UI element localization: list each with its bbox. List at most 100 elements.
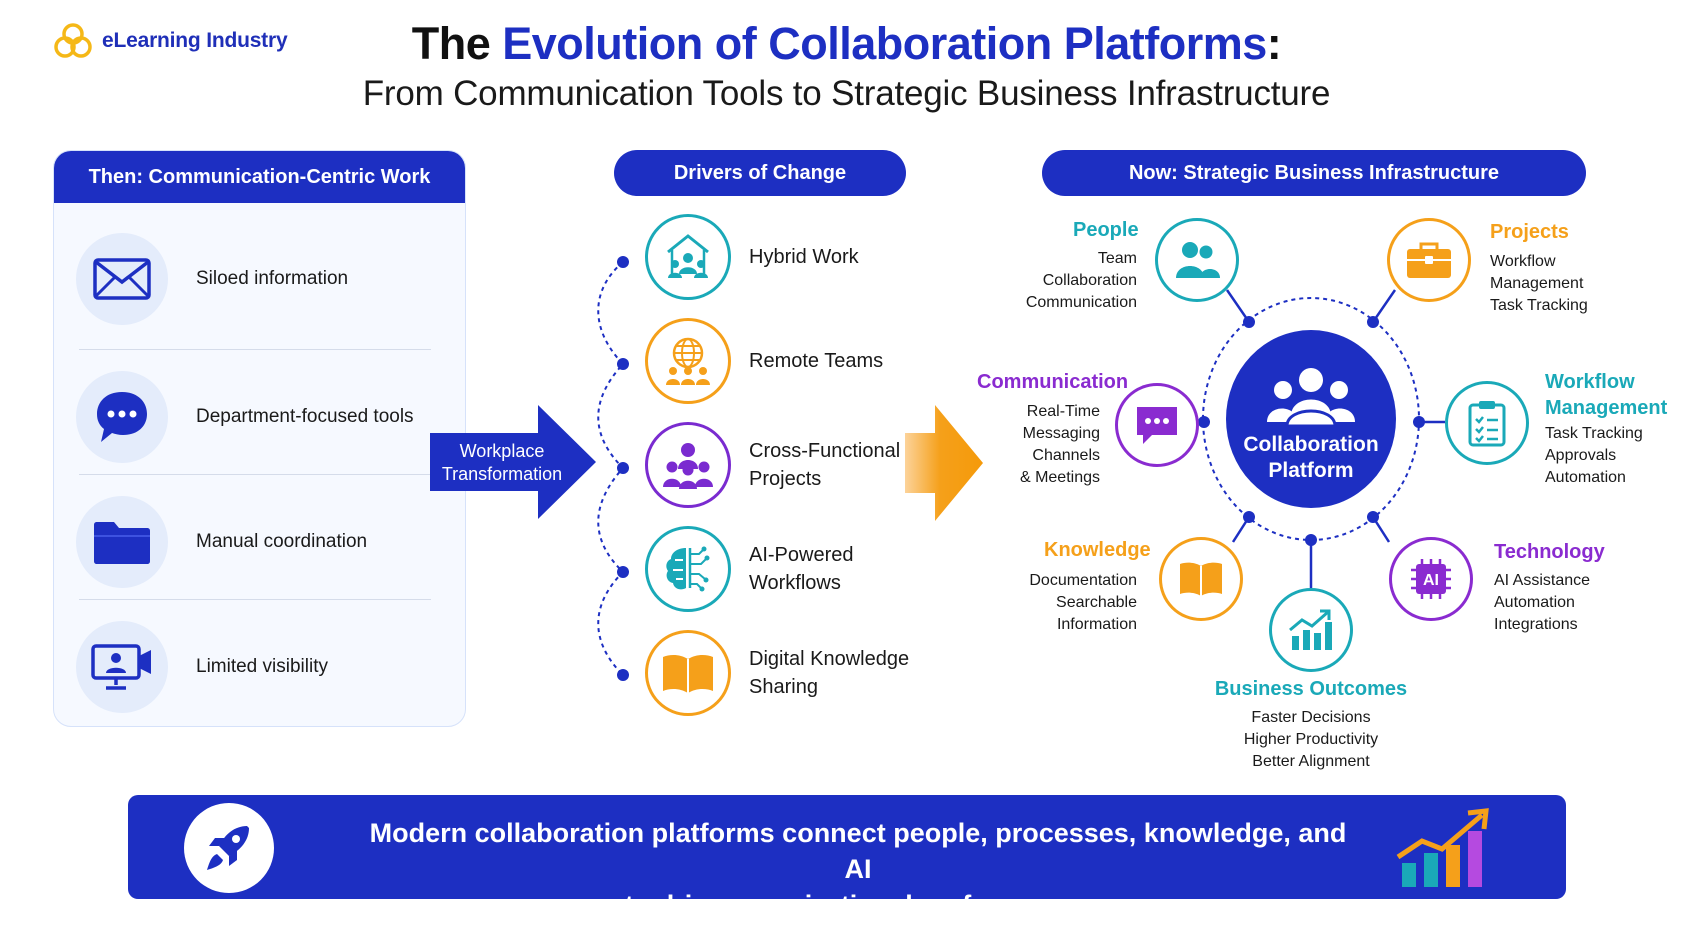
projects-title: Projects [1490, 221, 1569, 243]
workflow-line: Automation [1545, 469, 1626, 486]
driver-label-line1: Remote Teams [749, 350, 884, 372]
technology-line: Automation [1494, 594, 1575, 611]
projects-line: Workflow [1490, 253, 1556, 270]
briefcase-icon [1387, 218, 1471, 302]
projects-lines: Workflow Management Task Tracking [1490, 251, 1588, 317]
communication-line: Real-Time [1026, 403, 1100, 420]
communication-line: Messaging [1022, 425, 1100, 442]
outcomes-line: Faster Decisions [1251, 709, 1371, 726]
brand-name: eLearning Industry [102, 29, 288, 52]
people-line: Collaboration [1042, 272, 1137, 289]
hub-label: Collaboration Platform [1226, 432, 1396, 484]
page-title: The Evolution of Collaboration Platforms… [0, 18, 1693, 114]
collaboration-platform-hub: Collaboration Platform [1226, 330, 1396, 508]
driver-label-line1: Digital Knowledge [749, 648, 910, 670]
outcomes-line: Better Alignment [1252, 753, 1370, 770]
driver-hybrid-work: Hybrid Work [645, 214, 949, 300]
workflow-title-line1: Workflow [1545, 371, 1635, 393]
then-item-visibility: Limited visibility [76, 609, 446, 725]
knowledge-lines: Documentation Searchable Information [1029, 570, 1137, 636]
driver-label-line2: Workflows [749, 572, 841, 594]
globe-people-icon [645, 318, 731, 404]
divider [79, 474, 431, 475]
workflow-line: Approvals [1545, 447, 1617, 464]
group-icon [1267, 368, 1355, 428]
growth-chart-icon [1269, 588, 1353, 672]
knowledge-line: Information [1056, 616, 1137, 633]
technology-title: Technology [1494, 541, 1605, 563]
page-subtitle: From Communication Tools to Strategic Bu… [362, 74, 1331, 113]
book-icon [645, 630, 731, 716]
folder-icon [76, 496, 168, 588]
workflow-title: Workflow Management [1545, 369, 1667, 421]
driver-label-line2: Projects [749, 468, 822, 490]
title-part-dark: The [411, 18, 503, 69]
communication-line: Channels [1032, 447, 1100, 464]
drivers-header: Drivers of Change [614, 150, 906, 196]
banner-line2: to drive organizational performance. [624, 890, 1092, 920]
brain-circuit-icon [645, 526, 731, 612]
video-monitor-icon [76, 621, 168, 713]
communication-line: & Meetings [1019, 469, 1100, 486]
home-people-icon [645, 214, 731, 300]
then-item-label: Manual coordination [196, 531, 368, 552]
growth-bars-icon [1396, 808, 1489, 887]
then-item-label: Department-focused tools [196, 406, 414, 427]
hub-label-line2: Platform [1268, 459, 1354, 482]
communication-title: Communication [977, 371, 1129, 393]
envelope-icon [76, 233, 168, 325]
driver-label-line2: Sharing [749, 676, 818, 698]
then-item-label: Siloed information [196, 268, 349, 289]
clipboard-checklist-icon [1445, 381, 1529, 465]
outcomes-line: Higher Productivity [1243, 731, 1379, 748]
open-book-icon [1159, 537, 1243, 621]
logo-mark-icon [54, 23, 92, 58]
bottom-banner: Modern collaboration platforms connect p… [128, 795, 1566, 920]
divider [79, 599, 431, 600]
transition-arrow [430, 405, 596, 519]
technology-line: AI Assistance [1494, 572, 1591, 589]
then-panel: Then: Communication-Centric Work Siloed … [53, 150, 466, 727]
hub-label-line1: Collaboration [1243, 433, 1379, 456]
knowledge-title: Knowledge [1044, 539, 1151, 561]
orange-arrow [905, 405, 983, 521]
workflow-line: Task Tracking [1545, 425, 1643, 442]
driver-label-line1: Hybrid Work [749, 246, 859, 268]
people-line: Communication [1025, 294, 1137, 311]
rocket-icon [184, 803, 274, 893]
transition-line2: Transformation [441, 464, 563, 484]
knowledge-line: Documentation [1029, 572, 1137, 589]
technology-line: Integrations [1494, 616, 1578, 633]
ai-chip-icon: AI [1389, 537, 1473, 621]
then-item-manual: Manual coordination [76, 484, 446, 600]
title-part-highlight: Evolution of Collaboration Platforms [502, 18, 1267, 69]
outcomes-title: Business Outcomes [1214, 678, 1408, 700]
now-header: Now: Strategic Business Infrastructure [1042, 150, 1586, 196]
then-item-siloed: Siloed information [76, 221, 446, 337]
banner-text: Modern collaboration platforms connect p… [358, 815, 1358, 923]
driver-label-line1: AI-Powered [749, 544, 854, 566]
then-item-department: Department-focused tools [76, 359, 446, 475]
driver-label-line1: Cross-Functional [749, 440, 901, 462]
ai-chip-label: AI [1423, 572, 1439, 589]
workflow-lines: Task Tracking Approvals Automation [1545, 423, 1643, 489]
banner-line1: Modern collaboration platforms connect p… [369, 818, 1347, 884]
knowledge-line: Searchable [1056, 594, 1137, 611]
drivers-connector [597, 256, 629, 681]
brand-logo: eLearning Industry [52, 22, 288, 60]
people-node-icon [1155, 218, 1239, 302]
divider [79, 349, 431, 350]
driver-label: Remote Teams [749, 347, 949, 375]
outcomes-lines: Faster Decisions Higher Productivity Bet… [1211, 707, 1411, 773]
projects-line: Management [1490, 275, 1584, 292]
driver-remote-teams: Remote Teams [645, 318, 949, 404]
title-part-end: : [1266, 18, 1282, 69]
then-header: Then: Communication-Centric Work [54, 151, 465, 203]
then-item-label: Limited visibility [196, 656, 328, 677]
